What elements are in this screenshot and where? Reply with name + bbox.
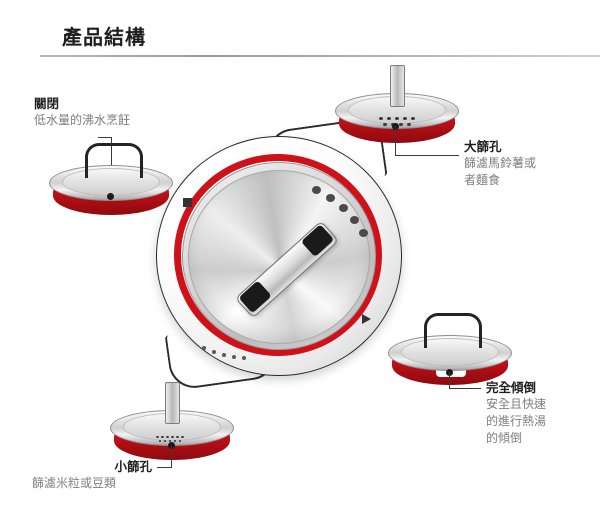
callout-large-holes-desc-2: 者麵食 (464, 173, 501, 187)
leader-line-closed-horizontal (98, 137, 112, 138)
lid-vertical-handle-icon (165, 382, 180, 424)
lid-full-pour-illustration (388, 313, 512, 391)
leader-line-small-holes-vertical (171, 446, 172, 468)
lid-vertical-handle-icon (390, 65, 405, 107)
callout-full-pour-desc-1: 安全且快速 (486, 397, 547, 411)
leader-line-closed-vertical (111, 137, 112, 183)
lid-arch-handle-icon (424, 313, 482, 348)
small-hole (212, 350, 216, 354)
leader-line-small-holes-horizontal (157, 467, 172, 468)
large-hole (359, 229, 368, 237)
small-hole (242, 356, 246, 360)
leader-line-large-holes-vertical (395, 126, 396, 156)
callout-small-holes-desc: 篩濾米粒或豆類 (32, 476, 117, 490)
leader-line-full-pour-horizontal (449, 388, 481, 389)
small-hole (232, 355, 236, 359)
large-hole (339, 204, 348, 212)
leader-line-full-pour-vertical (449, 372, 450, 388)
lid-glass-top (62, 168, 160, 196)
square-position-marker (183, 198, 192, 207)
leader-line-large-holes-horizontal (395, 155, 459, 156)
lid-small-holes-illustration (110, 382, 234, 466)
callout-closed-title: 關閉 (34, 96, 60, 111)
lid-closed-illustration (49, 143, 173, 221)
callout-small-holes-title: 小篩孔 (114, 459, 152, 474)
callout-large-holes-desc-1: 篩濾馬鈴薯或 (464, 156, 537, 170)
page-title: 產品結構 (62, 25, 146, 49)
small-hole (202, 346, 206, 350)
lid-large-holes-illustration (335, 65, 459, 149)
callout-large-holes-title: 大篩孔 (464, 139, 502, 154)
lid-arch-handle-icon (85, 143, 143, 178)
leader-dot-closed (107, 193, 114, 200)
callout-closed-desc: 低水量的沸水烹飪 (34, 113, 131, 127)
callout-large-holes: 大篩孔 篩濾馬鈴薯或 者麵食 (464, 138, 536, 189)
pot-red-ring (174, 154, 382, 356)
large-hole (326, 194, 335, 202)
callout-full-pour-desc-3: 的傾倒 (486, 431, 523, 445)
large-hole (350, 216, 359, 224)
callout-small-holes-description: 篩濾米粒或豆類 (32, 475, 116, 492)
main-pot-illustration (150, 116, 410, 393)
callout-full-pour-title: 完全傾倒 (486, 380, 537, 395)
callout-full-pour: 完全傾倒 安全且快速 的進行熱湯 的傾倒 (486, 379, 546, 447)
callout-full-pour-desc-2: 的進行熱湯 (486, 414, 547, 428)
callout-closed: 關閉 低水量的沸水烹飪 (34, 95, 130, 129)
lid-glass-top (401, 338, 499, 366)
callout-small-holes: 小篩孔 (0, 458, 152, 475)
title-divider (40, 55, 600, 57)
triangle-position-marker (362, 314, 371, 324)
small-hole (222, 353, 226, 357)
leader-dot-small-holes (168, 442, 175, 449)
large-hole (312, 186, 321, 194)
